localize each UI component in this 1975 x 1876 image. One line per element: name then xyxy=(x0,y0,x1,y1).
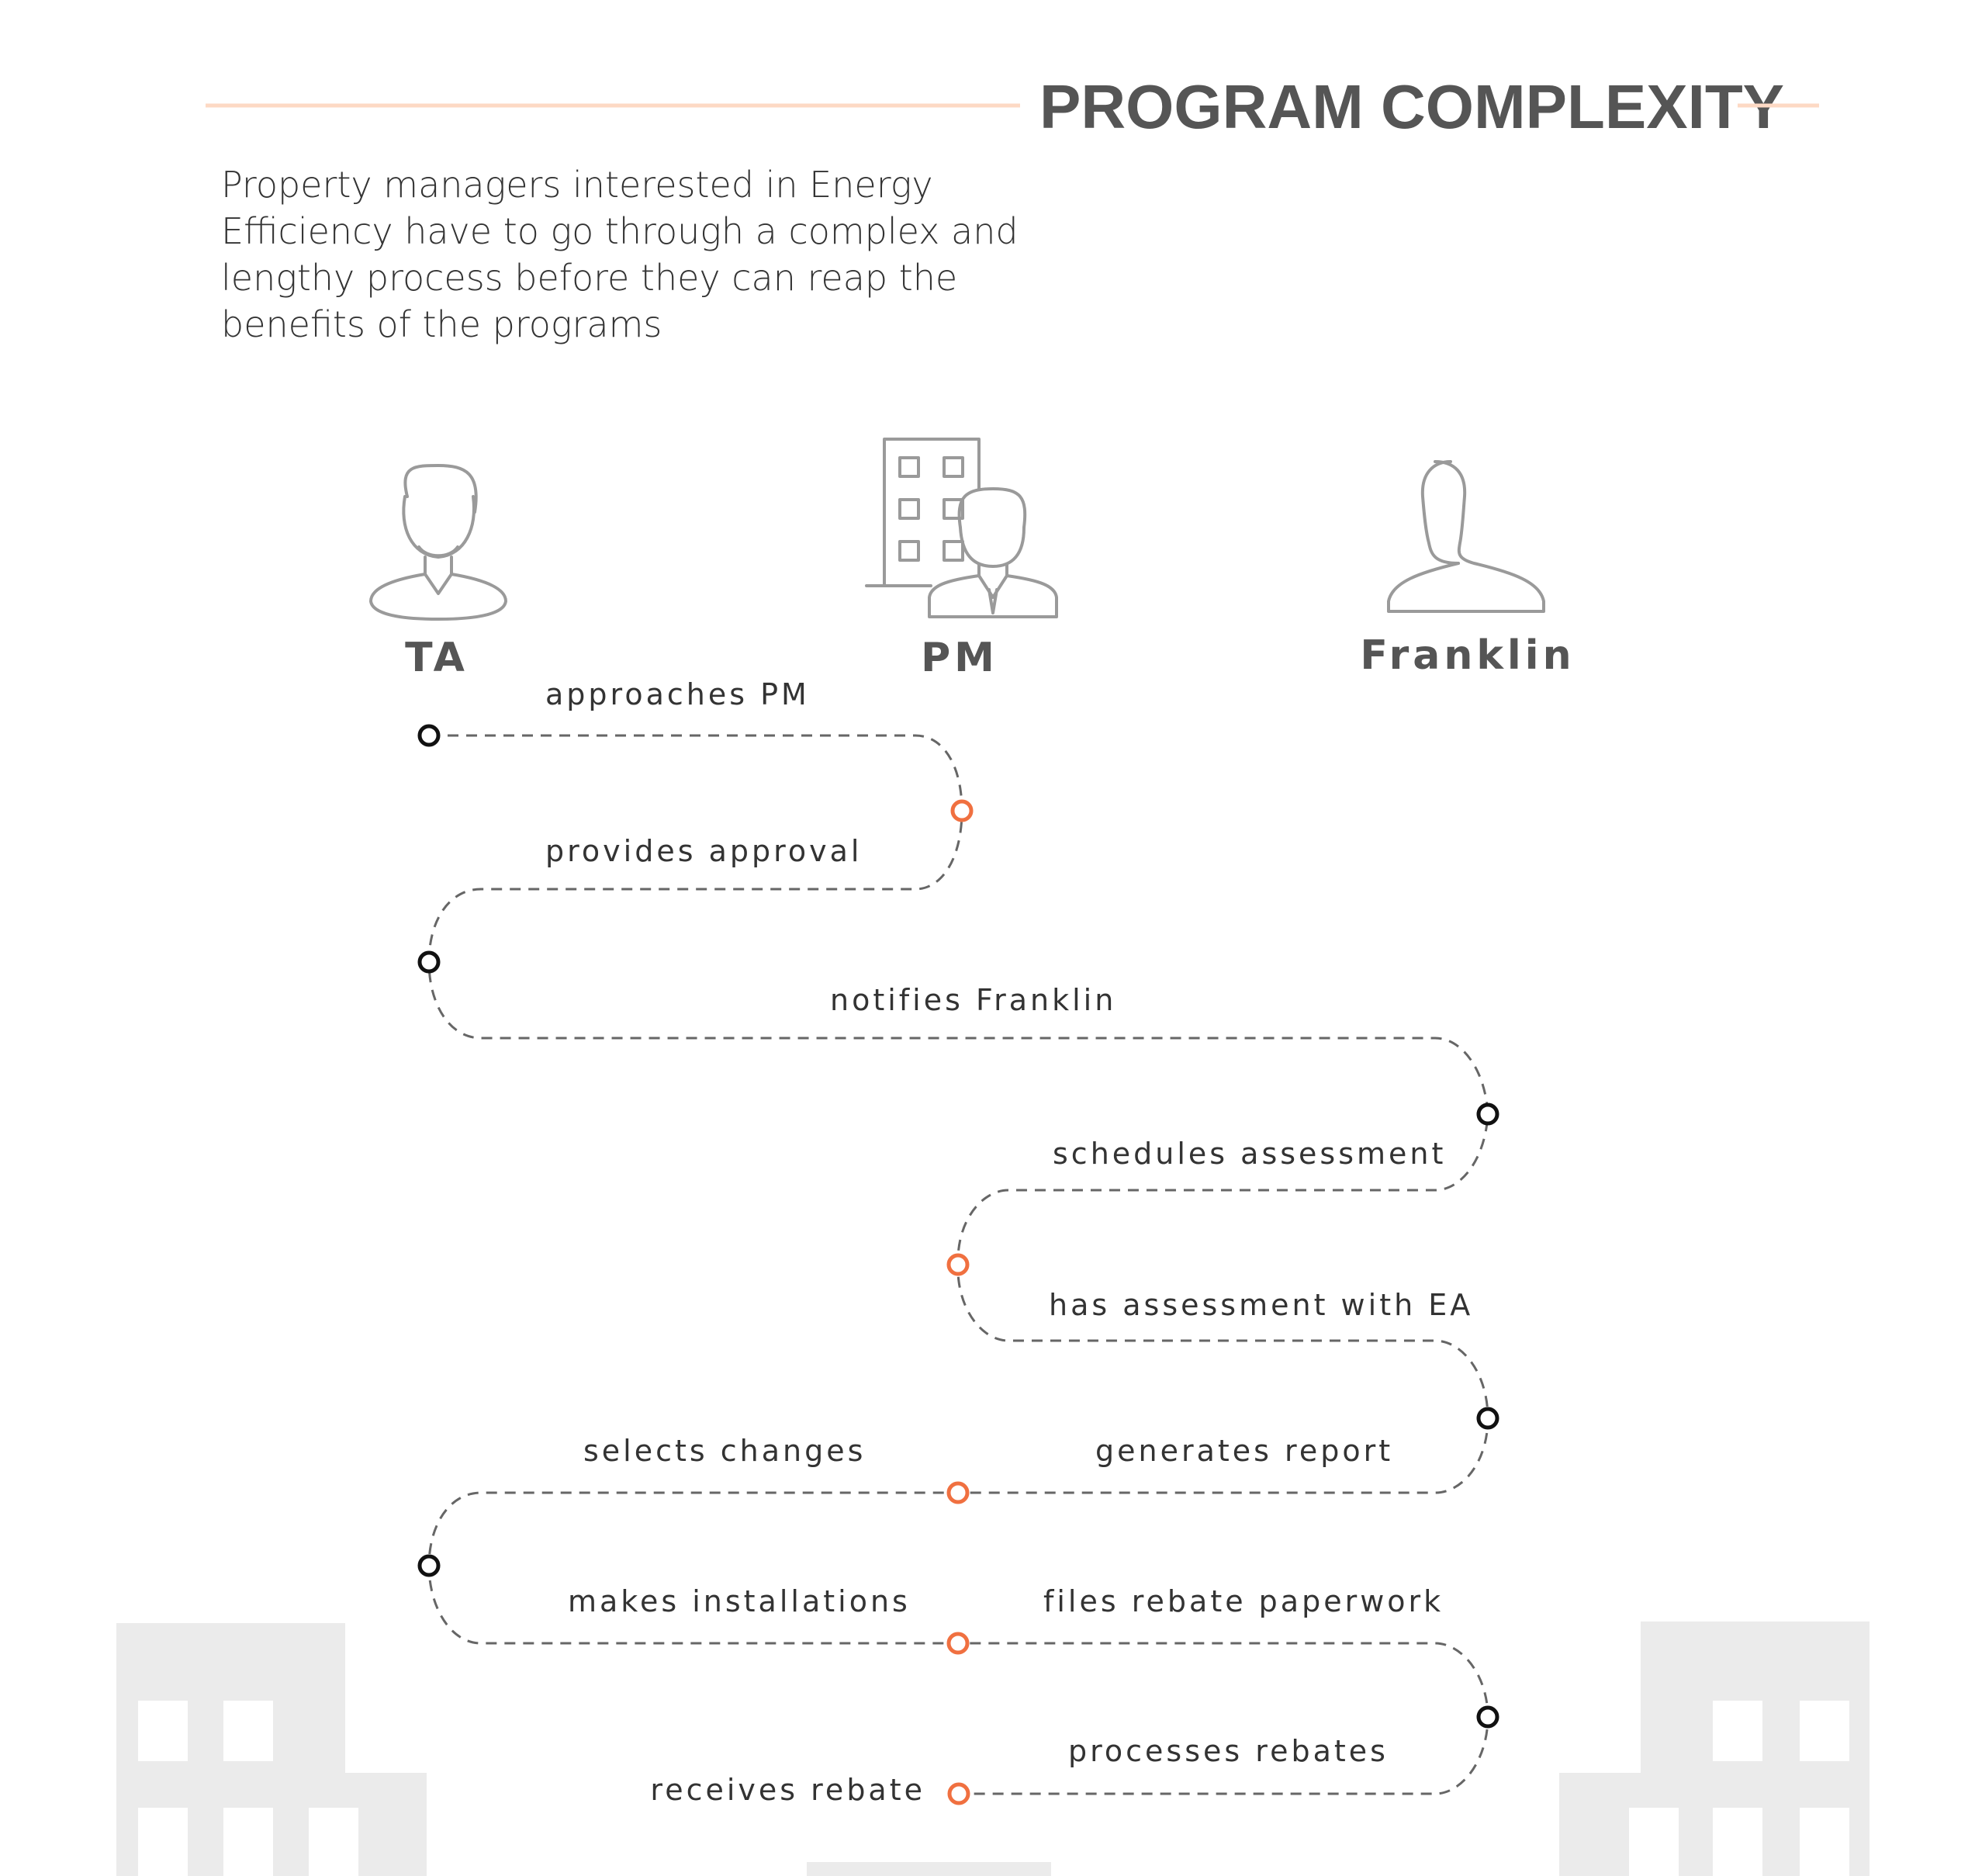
step-label-generates-report: generates report xyxy=(1095,1434,1393,1468)
step-node-pm xyxy=(950,799,974,822)
step-node-ta xyxy=(417,1554,441,1577)
step-label-makes-installations: makes installations xyxy=(568,1584,911,1618)
step-node-pm xyxy=(946,1253,970,1276)
intro-line: Efficiency have to go through a complex … xyxy=(221,210,1019,252)
building-left-icon xyxy=(116,1623,427,1876)
step-label-processes-rebates: processes rebates xyxy=(1068,1734,1389,1768)
step-label-selects-changes: selects changes xyxy=(583,1434,866,1468)
step-label-has-assessment: has assessment with EA xyxy=(1049,1288,1473,1322)
step-label-files-rebate-paperwork: files rebate paperwork xyxy=(1043,1584,1444,1618)
step-label-schedules-assessment: schedules assessment xyxy=(1053,1137,1446,1171)
step-labels: approaches PM provides approval notifies… xyxy=(545,677,1473,1807)
actor-label-ta: TA xyxy=(405,635,469,681)
manager-with-building-icon xyxy=(865,438,1058,618)
header: PROGRAM COMPLEXITY xyxy=(206,72,1819,141)
intro-paragraph: Property managers interested in Energy E… xyxy=(221,164,1019,345)
bearded-man-icon xyxy=(369,464,507,621)
page-title: PROGRAM COMPLEXITY xyxy=(1039,72,1784,141)
building-right-icon xyxy=(1559,1622,1870,1876)
step-label-approaches-pm: approaches PM xyxy=(545,677,810,711)
actor-label-pm: PM xyxy=(921,635,998,681)
step-node-franklin xyxy=(1476,1102,1499,1126)
step-label-provides-approval: provides approval xyxy=(545,834,862,868)
step-node-pm xyxy=(946,1481,970,1504)
step-nodes xyxy=(417,724,1499,1805)
step-node-ta xyxy=(417,724,441,747)
background-buildings xyxy=(116,1622,1870,1876)
person-silhouette-icon xyxy=(1387,460,1545,613)
step-node-franklin xyxy=(1476,1705,1499,1729)
step-label-receives-rebate: receives rebate xyxy=(650,1773,925,1807)
step-node-ta xyxy=(417,950,441,974)
step-node-pm xyxy=(947,1782,970,1805)
intro-line: benefits of the programs xyxy=(221,303,662,345)
intro-line: Property managers interested in Energy xyxy=(221,164,933,206)
step-label-notifies-franklin: notifies Franklin xyxy=(830,983,1116,1017)
intro-line: lengthy process before they can reap the xyxy=(221,257,957,299)
step-node-pm xyxy=(946,1632,970,1655)
building-center-icon xyxy=(807,1862,1051,1876)
step-node-franklin xyxy=(1476,1407,1499,1430)
actor-label-franklin: Franklin xyxy=(1360,632,1575,679)
